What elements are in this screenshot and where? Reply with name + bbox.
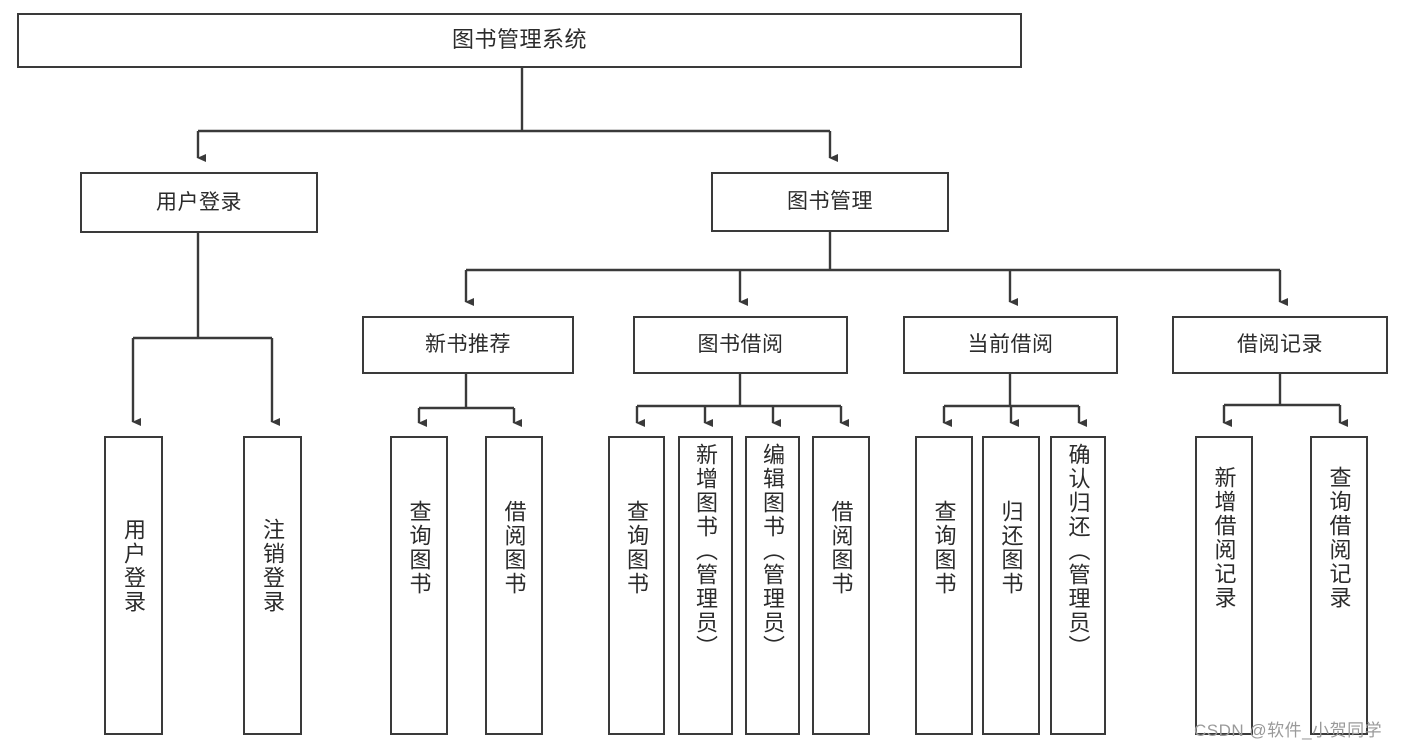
node-current-borrow[interactable]: 当前借阅 [903, 316, 1118, 374]
node-leaf-logout-login-label: 注销登录 [260, 518, 286, 614]
node-leaf-query-book-b-label: 查询图书 [624, 500, 650, 596]
node-leaf-add-book-label: 新增图书（管理员） [693, 443, 719, 659]
node-leaf-query-book-a-label: 查询图书 [406, 500, 432, 596]
node-leaf-query-record-label: 查询借阅记录 [1326, 466, 1352, 610]
node-borrow-record[interactable]: 借阅记录 [1172, 316, 1388, 374]
node-book-manage[interactable]: 图书管理 [711, 172, 949, 232]
node-root-label: 图书管理系统 [451, 27, 587, 53]
node-current-borrow-label: 当前借阅 [967, 333, 1054, 357]
node-leaf-borrow-book-b-label: 借阅图书 [828, 500, 854, 596]
node-leaf-add-record-label: 新增借阅记录 [1211, 466, 1237, 610]
node-book-borrow-label: 图书借阅 [697, 333, 784, 357]
node-user-login[interactable]: 用户登录 [80, 172, 318, 233]
node-leaf-return-book-label: 归还图书 [998, 500, 1024, 596]
node-leaf-add-record[interactable]: 新增借阅记录 [1195, 436, 1253, 735]
node-leaf-edit-book[interactable]: 编辑图书（管理员） [745, 436, 800, 735]
node-user-login-label: 用户登录 [156, 190, 242, 214]
node-leaf-edit-book-label: 编辑图书（管理员） [760, 443, 786, 659]
node-leaf-borrow-book-b[interactable]: 借阅图书 [812, 436, 870, 735]
node-leaf-query-book-c-label: 查询图书 [931, 500, 957, 596]
node-leaf-user-login-label: 用户登录 [121, 518, 147, 614]
node-leaf-add-book[interactable]: 新增图书（管理员） [678, 436, 733, 735]
node-book-borrow[interactable]: 图书借阅 [633, 316, 848, 374]
node-leaf-user-login[interactable]: 用户登录 [104, 436, 163, 735]
node-new-book-rec-label: 新书推荐 [425, 333, 511, 357]
node-new-book-rec[interactable]: 新书推荐 [362, 316, 574, 374]
node-borrow-record-label: 借阅记录 [1237, 333, 1323, 357]
node-leaf-logout-login[interactable]: 注销登录 [243, 436, 302, 735]
node-root[interactable]: 图书管理系统 [17, 13, 1022, 68]
node-leaf-borrow-book-a-label: 借阅图书 [501, 500, 527, 596]
node-leaf-borrow-book-a[interactable]: 借阅图书 [485, 436, 543, 735]
node-book-manage-label: 图书管理 [787, 190, 873, 214]
node-leaf-confirm-return-label: 确认归还（管理员） [1065, 443, 1091, 659]
node-leaf-query-book-b[interactable]: 查询图书 [608, 436, 665, 735]
node-leaf-query-record[interactable]: 查询借阅记录 [1310, 436, 1368, 735]
node-leaf-confirm-return[interactable]: 确认归还（管理员） [1050, 436, 1106, 735]
node-leaf-query-book-a[interactable]: 查询图书 [390, 436, 448, 735]
node-leaf-query-book-c[interactable]: 查询图书 [915, 436, 973, 735]
csdn-watermark: CSDN @软件_小贺同学 [1194, 721, 1383, 740]
node-leaf-return-book[interactable]: 归还图书 [982, 436, 1040, 735]
